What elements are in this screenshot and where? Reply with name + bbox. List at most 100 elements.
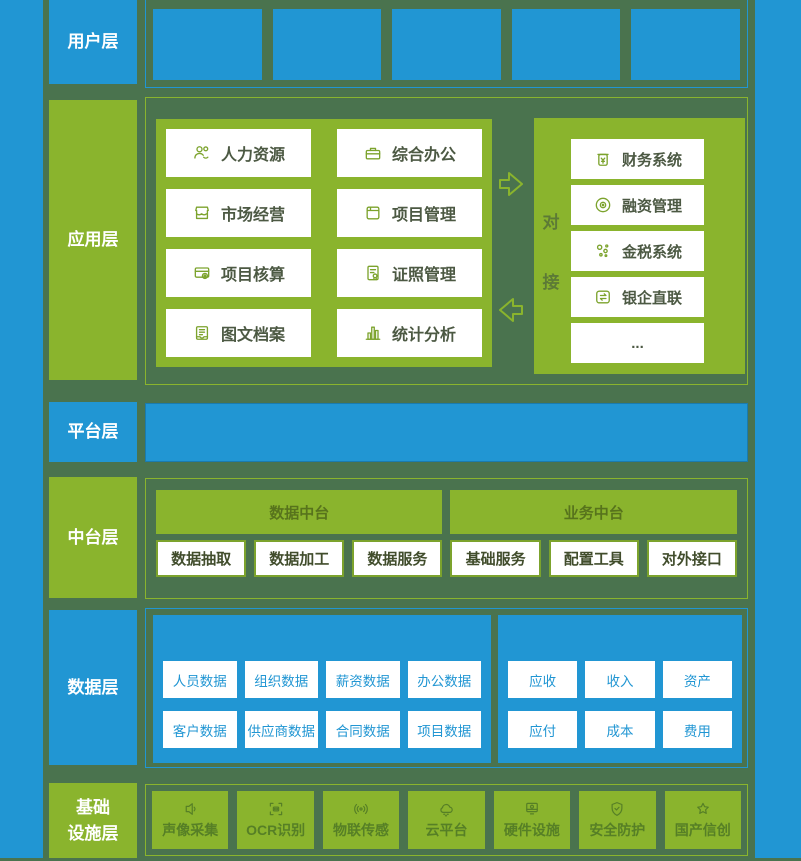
user-box	[153, 9, 262, 80]
infra-item: 安全防护	[579, 791, 656, 849]
data-item: 合同数据	[326, 711, 400, 748]
infra-item: OCR识别	[237, 791, 314, 849]
infra-layer-boxes: 声像采集 OCR识别 物联传感 云平台 硬件设施 安全防护 国产信创	[145, 784, 748, 856]
data-item: 办公数据	[407, 661, 481, 698]
hardware-icon	[523, 800, 541, 818]
label: 银企直联	[621, 289, 682, 307]
mid-layer-grid: 数据中台业务中台数据抽取数据加工数据服务基础服务配置工具对外接口	[145, 478, 748, 599]
label: 云平台	[425, 822, 468, 838]
infra-item: 物联传感	[322, 791, 400, 849]
infra-item: 云平台	[408, 791, 485, 849]
data-item: 客户数据	[163, 711, 237, 748]
bank-icon	[593, 287, 613, 307]
data-item: 项目数据	[407, 711, 481, 748]
layer-label-user: 用户层	[49, 0, 137, 84]
user-box	[511, 9, 621, 80]
external-systems-panel: 财务系统融资管理金税系统银企直联...	[534, 118, 745, 374]
external-system: 融资管理	[571, 185, 704, 225]
archive-icon	[192, 323, 212, 343]
label: 综合办公	[391, 147, 456, 164]
data-item: 成本	[585, 711, 655, 748]
app-module: 图文档案	[166, 309, 311, 357]
platform-layer-box	[145, 403, 748, 462]
user-box	[631, 9, 740, 80]
label: ...	[631, 334, 644, 352]
data-item: 供应商数据	[244, 711, 318, 748]
app-module: 综合办公	[337, 129, 482, 177]
data-panel-finance: 应收收入资产应付成本费用	[498, 615, 742, 763]
arrow-left-icon	[496, 294, 526, 326]
infra-item: 硬件设施	[493, 791, 571, 849]
data-layer-container: 人员数据组织数据薪资数据办公数据客户数据供应商数据合同数据项目数据 应收收入资产…	[145, 608, 748, 768]
mid-platform-button: 对外接口	[646, 540, 737, 577]
mid-platform-button: 数据抽取	[156, 540, 247, 577]
label: 金税系统	[621, 243, 682, 261]
app-module: 证照管理	[337, 249, 482, 297]
security-icon	[608, 800, 626, 818]
data-item: 薪资数据	[326, 661, 400, 698]
mid-platform-header: 业务中台	[450, 490, 737, 534]
mid-platform-button: 数据加工	[254, 540, 345, 577]
infra-item: 声像采集	[152, 791, 229, 849]
label: 项目管理	[391, 207, 456, 224]
data-item: 应收	[508, 661, 578, 698]
label: 证照管理	[391, 267, 456, 284]
label: 财务系统	[621, 151, 682, 169]
ocr-icon	[267, 800, 285, 818]
star-icon	[694, 800, 712, 818]
docking-label: 对接	[542, 213, 560, 292]
iot-icon	[352, 800, 370, 818]
layer-label-infra: 基础 设施层	[49, 783, 137, 858]
people-icon	[192, 143, 212, 163]
data-item: 收入	[585, 661, 655, 698]
speaker-icon	[181, 800, 199, 818]
external-system: ...	[571, 323, 704, 363]
arrow-right-icon	[496, 168, 526, 200]
certificate-icon	[363, 263, 383, 283]
chart-icon	[363, 323, 383, 343]
app-module: 人力资源	[166, 129, 311, 177]
app-module: 项目管理	[337, 189, 482, 237]
label: 项目核算	[220, 267, 285, 284]
accounting-icon	[192, 263, 212, 283]
layer-label-data: 数据层	[49, 610, 137, 765]
data-item: 组织数据	[244, 661, 318, 698]
layer-label-mid: 中台层	[49, 477, 137, 598]
app-module: 统计分析	[337, 309, 482, 357]
layer-label-app: 应用层	[49, 100, 137, 380]
label: 人力资源	[220, 147, 285, 164]
mid-platform-button: 基础服务	[450, 540, 541, 577]
finance-icon	[593, 149, 613, 169]
mid-platform-button: 数据服务	[352, 540, 443, 577]
cloud-icon	[437, 800, 455, 818]
data-item: 应付	[508, 711, 578, 748]
market-icon	[192, 203, 212, 223]
mid-platform-button: 配置工具	[548, 540, 639, 577]
data-item: 费用	[662, 711, 732, 748]
external-system: 财务系统	[571, 139, 704, 179]
data-item: 人员数据	[163, 661, 237, 698]
data-item: 资产	[662, 661, 732, 698]
user-box	[272, 9, 382, 80]
office-icon	[363, 143, 383, 163]
label: 声像采集	[162, 822, 219, 838]
label: 市场经营	[220, 207, 285, 224]
project-icon	[363, 203, 383, 223]
app-module: 项目核算	[166, 249, 311, 297]
label: 国产信创	[674, 822, 731, 838]
label: 硬件设施	[503, 822, 560, 838]
right-edge-strip	[755, 0, 801, 858]
app-layer-container: 人力资源 综合办公市场经营 项目管理项目核算 证照管理图文档案 统计分析 财务系统融资管…	[145, 97, 748, 385]
label: 安全防护	[589, 822, 646, 838]
label: 统计分析	[391, 327, 456, 344]
financing-icon	[593, 195, 613, 215]
app-modules-panel: 人力资源 综合办公市场经营 项目管理项目核算 证照管理图文档案 统计分析	[156, 119, 492, 367]
label: 融资管理	[621, 197, 682, 215]
mid-platform-header: 数据中台	[156, 490, 443, 534]
label: OCR识别	[246, 822, 306, 838]
label: 图文档案	[220, 327, 285, 344]
label: 物联传感	[333, 822, 390, 838]
external-system: 金税系统	[571, 231, 704, 271]
infra-item: 国产信创	[664, 791, 741, 849]
